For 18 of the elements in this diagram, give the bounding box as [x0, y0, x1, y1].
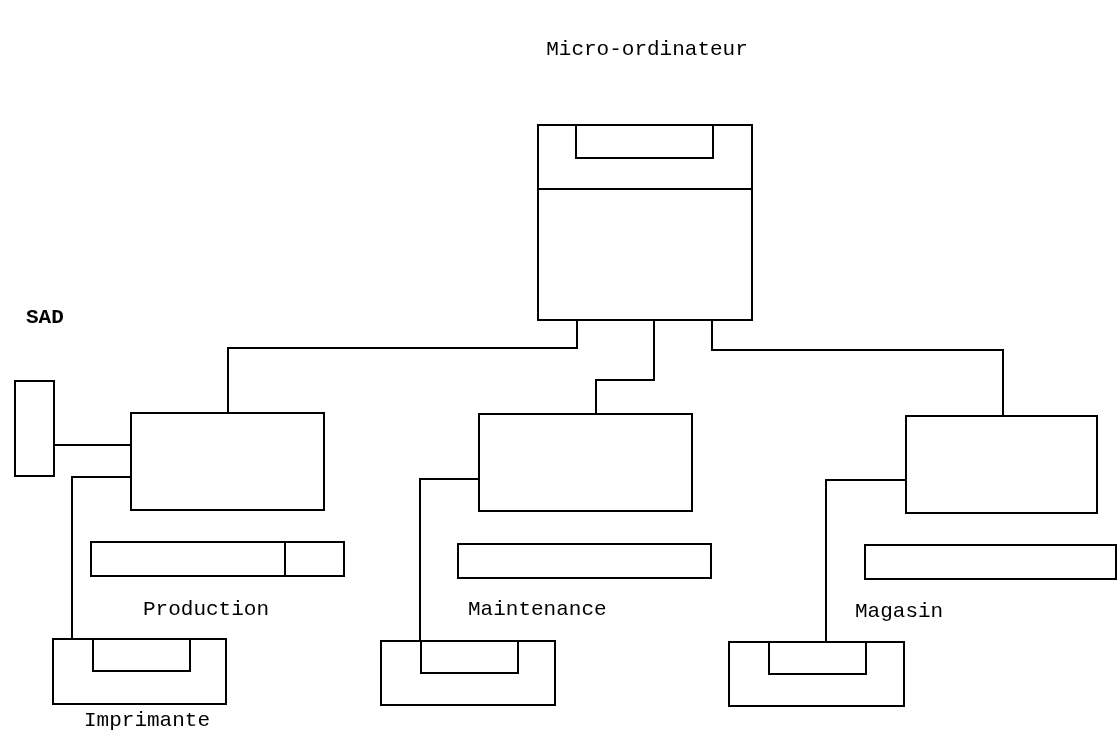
connector-line [54, 444, 131, 446]
workstation-label: Maintenance [468, 598, 607, 621]
monitor-box [130, 412, 325, 511]
workstation-label: Magasin [855, 600, 944, 623]
monitor-box [905, 415, 1098, 514]
connector-line [419, 478, 479, 641]
printer-box [728, 641, 905, 707]
node-label: Micro-ordinateur [546, 38, 748, 61]
monitor-box [478, 413, 693, 512]
node-label: Imprimante [84, 709, 211, 732]
connector-line [825, 479, 906, 642]
connector-line [711, 320, 1004, 416]
connector-line [71, 476, 131, 639]
node-label: SAD [26, 306, 64, 329]
workstation-label: Production [143, 598, 270, 621]
connector-line [227, 320, 578, 413]
connector-line [595, 320, 655, 414]
printer-box [380, 640, 556, 706]
